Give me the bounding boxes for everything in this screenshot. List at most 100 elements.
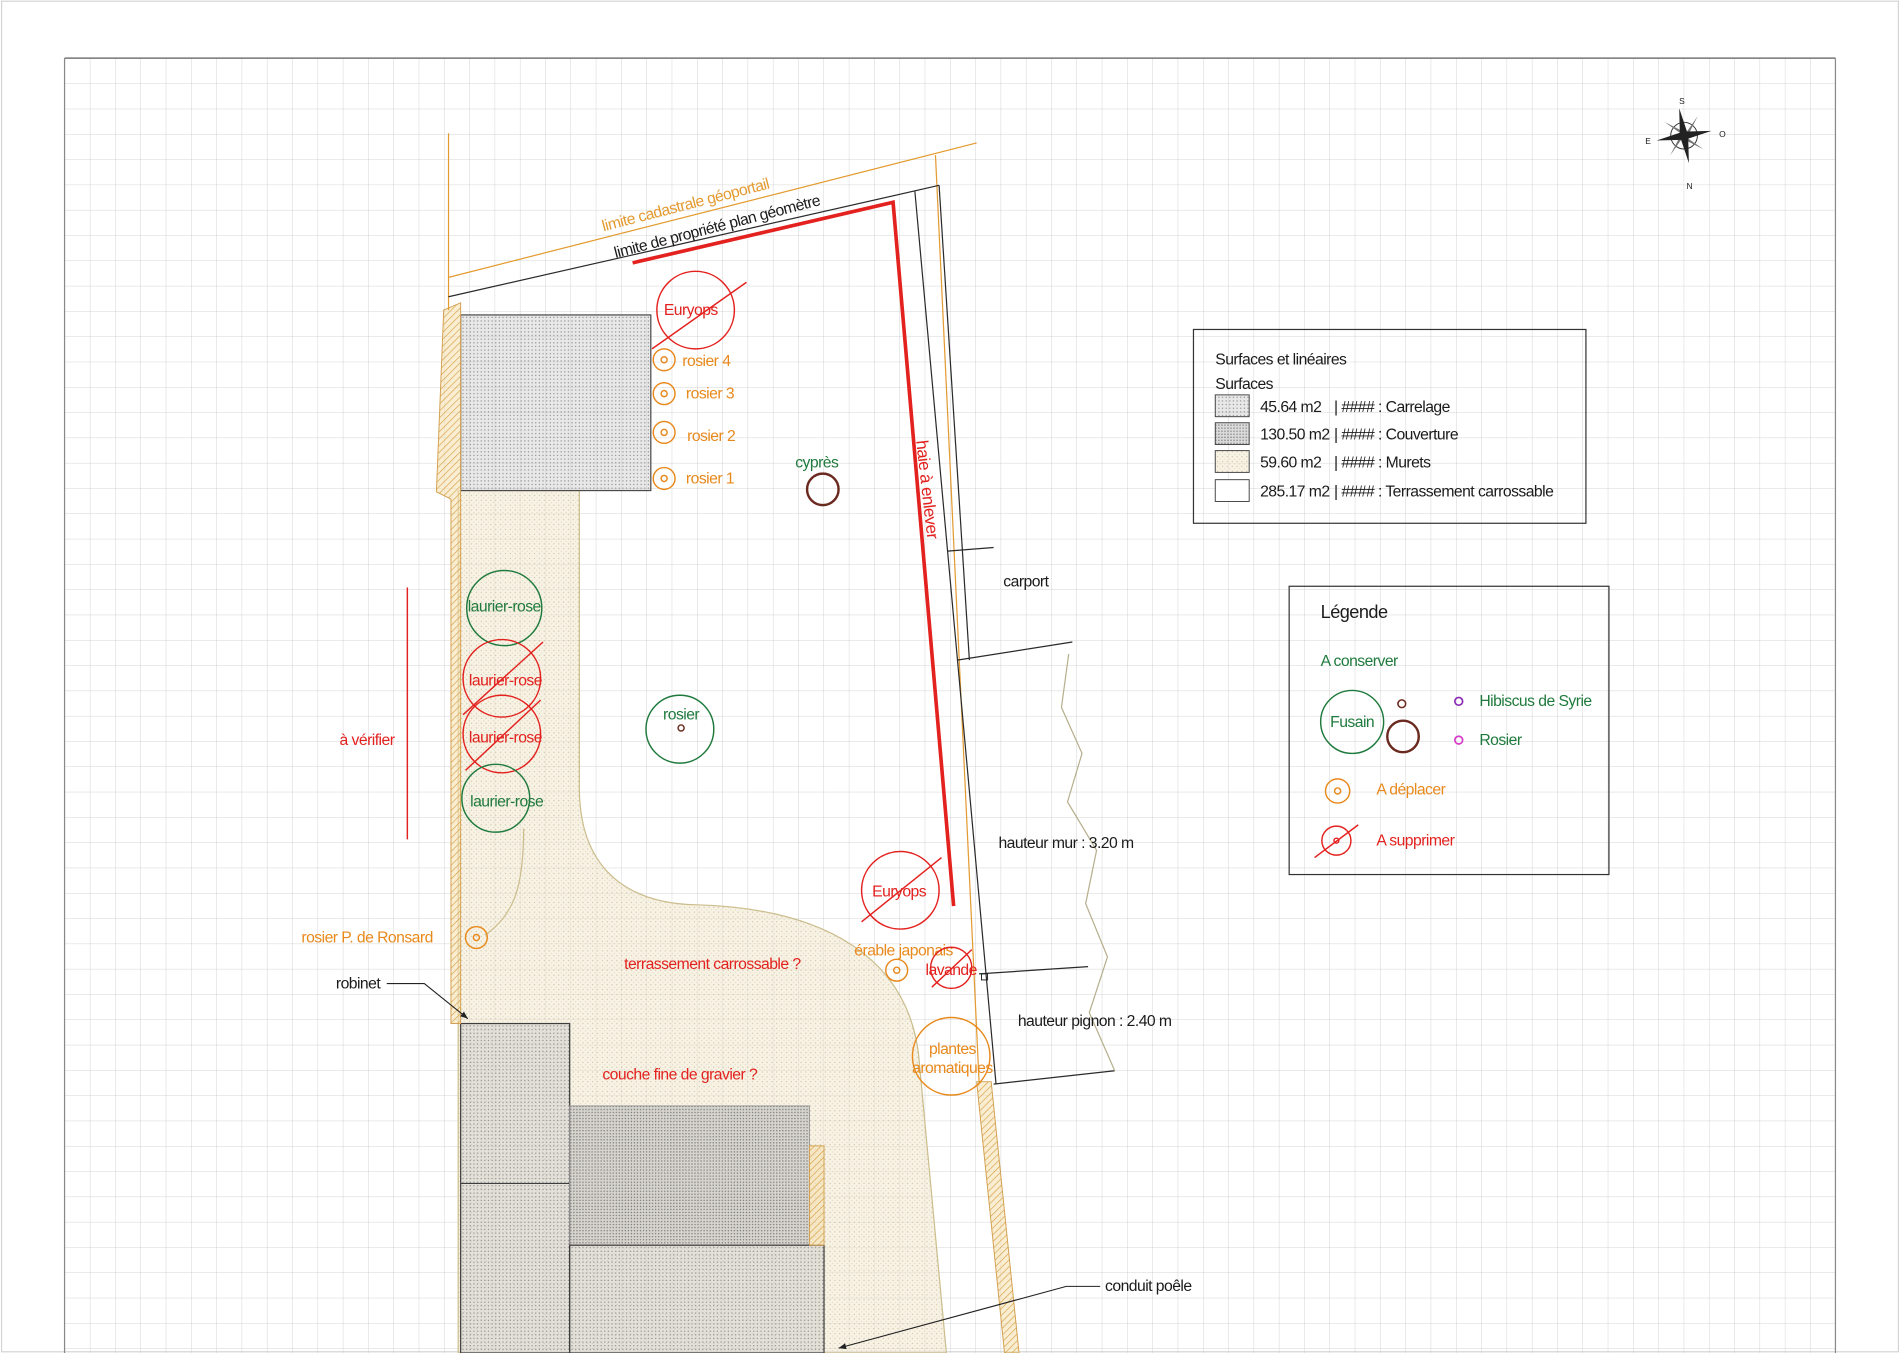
plant-circle — [911, 1016, 991, 1096]
plant-erable-japonais: érable japonais — [854, 943, 954, 982]
carport-label: carport — [1003, 573, 1049, 590]
plant-circle — [929, 946, 973, 990]
plant-laurier-rose-4: laurier-rose — [461, 763, 545, 833]
plant-euryops-south: Euryops — [860, 850, 942, 930]
surfaces-table: Surfaces et linéaires Surfaces 45.64 m2 … — [1192, 328, 1587, 524]
verify-marker: à vérifier — [340, 587, 409, 840]
swatch-terrassement — [1214, 479, 1250, 502]
plant-label: rosier 4 — [682, 353, 731, 370]
move-ring-inner — [660, 474, 668, 483]
corner-marker — [981, 973, 989, 981]
move-ring-outer — [464, 925, 489, 950]
legend-trunk-large — [1386, 719, 1420, 754]
carport-line-1 — [947, 546, 994, 552]
property-line-east — [914, 191, 997, 1085]
plant-label: Euryops — [872, 883, 927, 900]
plant-label: rosier 3 — [686, 386, 735, 403]
compass-icon — [1656, 108, 1712, 164]
surface-area: 45.64 m2 — [1260, 399, 1321, 416]
robinet-label: robinet — [336, 975, 381, 992]
carport-structure — [947, 546, 1116, 1085]
plant-aromatiques: plantes aromatiques — [911, 1016, 994, 1096]
plant-laurier-rose-3: laurier-rose — [462, 694, 543, 774]
compass-main-star — [1656, 108, 1712, 164]
robinet-callout: robinet — [336, 975, 469, 1020]
drawing-frame — [63, 57, 1837, 1353]
move-ring-inner — [660, 428, 668, 437]
plant-label: laurier-rose — [468, 599, 542, 616]
surfaces-title: Surfaces et linéaires — [1215, 352, 1347, 369]
compass-rose: S O E N — [1645, 96, 1726, 191]
surface-area: 130.50 m2 — [1260, 427, 1329, 444]
plant-label: rosier — [663, 707, 699, 724]
strike-line — [462, 641, 544, 716]
cadastral-line-east — [934, 155, 980, 1082]
plant-label: lavande — [926, 962, 978, 979]
conduit-label: conduit poêle — [1105, 1278, 1192, 1295]
plant-rosier-1: rosier 1 — [652, 466, 735, 491]
path-edge-curve — [484, 828, 525, 936]
legend-box — [1288, 585, 1610, 876]
legend-rosier-icon — [1454, 735, 1464, 745]
wall-line-4 — [993, 1070, 1115, 1085]
surface-label: | #### : Couverture — [1334, 427, 1459, 444]
swatch-couverture — [1214, 422, 1250, 446]
plant-circle — [860, 850, 940, 930]
plant-label: Euryops — [664, 302, 719, 319]
move-ring-inner — [892, 966, 901, 974]
legend-move-label: A déplacer — [1376, 782, 1445, 799]
legend-title: Légende — [1321, 602, 1388, 622]
legend-remove-circle — [1321, 825, 1352, 856]
trunk-circle — [805, 472, 840, 507]
plant-label-line2: aromatiques — [912, 1060, 993, 1077]
legend: Légende A conserver Fusain Hibiscus de S… — [1288, 585, 1610, 876]
move-ring-outer — [652, 382, 676, 406]
strike-line — [464, 699, 542, 771]
move-ring-outer — [652, 420, 676, 445]
move-ring-outer — [652, 348, 676, 372]
conduit-callout: conduit poêle — [838, 1278, 1193, 1350]
wall-middle — [809, 1145, 825, 1246]
plant-laurier-rose-1: laurier-rose — [465, 569, 543, 647]
gable-height-label: hauteur pignon : 2.40 m — [1018, 1013, 1172, 1030]
cadastral-line-top — [448, 142, 977, 278]
plant-label: cyprès — [795, 455, 839, 472]
verify-label: à vérifier — [340, 732, 395, 749]
plant-circle — [462, 694, 542, 774]
plant-label-line1: plantes — [929, 1041, 977, 1058]
trunk-dot — [677, 724, 685, 732]
plant-label: rosier P. de Ronsard — [301, 929, 432, 946]
plant-label: rosier 1 — [686, 470, 734, 487]
plant-lavande: lavande — [926, 946, 978, 990]
move-ring-inner — [660, 389, 668, 398]
swatch-murets — [1214, 450, 1250, 473]
wall-west — [435, 302, 462, 1025]
plant-circle — [462, 638, 542, 718]
swatch-carrelage — [1214, 394, 1250, 418]
wall-height-label: hauteur mur : 3.20 m — [998, 835, 1134, 852]
move-ring-outer — [885, 958, 909, 982]
property-line-east-inner — [938, 185, 970, 661]
compass-label-left: E — [1645, 136, 1651, 146]
surface-label: | #### : Carrelage — [1334, 399, 1451, 416]
grid-background — [64, 58, 1836, 1353]
compass-label-top: S — [1679, 96, 1685, 106]
plant-rosier-ronsard: rosier P. de Ronsard — [301, 925, 489, 950]
plant-circle — [645, 694, 715, 764]
gravel-label: couche fine de gravier ? — [602, 1066, 758, 1083]
break-line — [1060, 654, 1116, 1072]
legend-keep-label: A conserver — [1321, 653, 1398, 670]
surfaces-subtitle: Surfaces — [1215, 376, 1273, 393]
wall-east — [976, 1081, 1020, 1353]
legend-fusain-label: Fusain — [1330, 714, 1374, 731]
move-ring-outer — [652, 466, 676, 491]
wall-line-3 — [979, 965, 1089, 975]
terrassement-label: terrassement carrossable ? — [624, 956, 801, 973]
plant-rosier-2: rosier 2 — [652, 420, 736, 445]
carport-line-2 — [957, 641, 1073, 661]
strike-line — [931, 949, 973, 988]
building-house-south — [569, 1244, 825, 1353]
legend-remove-strike — [1314, 824, 1359, 859]
compass-label-right: O — [1719, 129, 1726, 139]
